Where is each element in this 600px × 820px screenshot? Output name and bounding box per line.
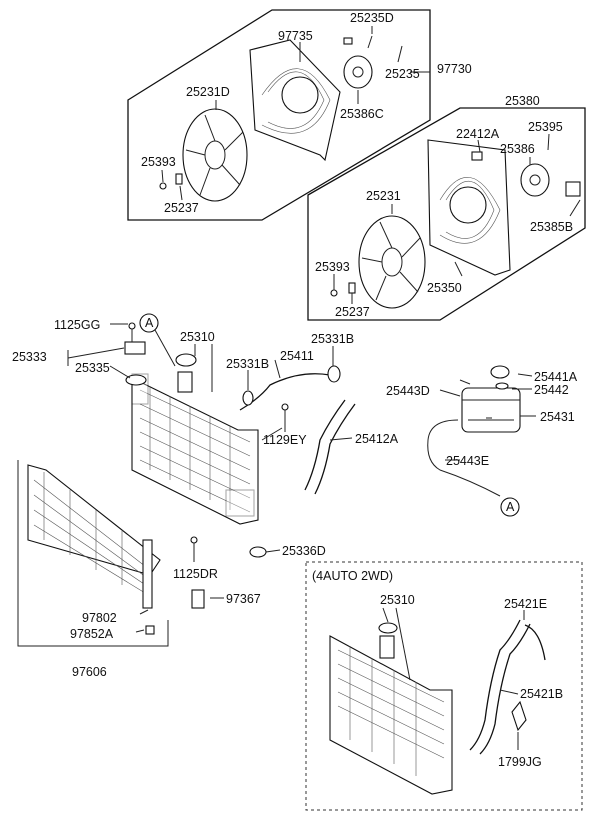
cap-97852A [145,625,155,635]
label-25331B-right: 25331B [311,332,354,346]
radiator-cap-alt-25310 [378,622,398,634]
label-25235: 25235 [385,67,420,81]
label-25443D: 25443D [386,384,430,398]
connector-25235D [343,37,353,45]
label-25386C: 25386C [340,107,384,121]
label-25231D: 25231D [186,85,230,99]
label-25395: 25395 [528,120,563,134]
bracket-25333 [124,341,146,355]
radiator-alt-core [329,635,453,795]
part-labels: 97735 25235D 25235 97730 25231D 25386C 2… [12,11,578,769]
label-25393-lower: 25393 [315,260,350,274]
drain-plug-25336D [249,546,267,558]
label-25385B: 25385B [530,220,573,234]
label-25442: 25442 [534,383,569,397]
group-bracket-97606 [17,460,169,647]
fan-motor-25386C [343,55,373,89]
ref-a-1-letter: A [145,316,154,330]
hose-25412A [304,399,346,491]
seal-97367 [191,589,205,609]
reservoir-tank-25431 [461,387,521,433]
hose-25421B [469,619,521,751]
label-25443E: 25443E [446,454,489,468]
radiator-cap-25310 [175,353,197,367]
filler-neck [177,371,193,393]
label-25386: 25386 [500,142,535,156]
option-box-4auto-2wd [305,561,583,811]
label-25411: 25411 [280,349,314,363]
fan-assembly-upper [127,9,431,221]
label-25331B-left: 25331B [226,357,269,371]
label-25350: 25350 [427,281,462,295]
label-25393-upper: 25393 [141,155,176,169]
label-1125GG: 1125GG [54,318,100,332]
group-box-lower [307,107,586,321]
overflow-hose-25443E [427,419,501,497]
label-97852A: 97852A [70,627,114,641]
hose-25421E [524,624,546,661]
reservoir-cap-25441A [490,365,510,379]
fan-motor-25386 [520,163,550,197]
radiator-core [131,377,259,525]
label-25231: 25231 [366,189,401,203]
receiver-drier-97802 [142,539,153,609]
label-22412A: 22412A [456,127,500,141]
label-97735: 97735 [278,29,313,43]
condenser-core [27,464,161,576]
label-25333: 25333 [12,350,47,364]
label-25421E: 25421E [504,597,547,611]
label-25310-alt: 25310 [380,593,415,607]
option-box-title: (4AUTO 2WD) [312,569,393,583]
label-25412A: 25412A [355,432,399,446]
label-25421B: 25421B [520,687,563,701]
radiator-main [67,322,356,558]
label-1125DR: 1125DR [173,567,218,581]
label-1129EY: 1129EY [263,433,307,447]
fan-blade-25231D [182,108,248,202]
ref-a-2-letter: A [506,500,515,514]
label-25237-lower: 25237 [335,305,370,319]
label-97802: 97802 [82,611,117,625]
group-box-upper [127,9,431,221]
seal-25442 [495,382,509,390]
bolt-1125GG [128,322,136,330]
condenser [17,460,224,647]
resistor-25385B [565,181,581,197]
reference-marker-a-1 [139,313,176,367]
label-25310: 25310 [180,330,215,344]
clamp-1799JG [511,700,527,732]
label-1799JG: 1799JG [498,755,542,769]
label-97730: 97730 [437,62,472,76]
fan-assembly-lower [307,107,586,321]
label-25441A: 25441A [534,370,578,384]
mount-25335 [125,374,147,386]
label-97367: 97367 [226,592,261,606]
fan-blade-25231 [358,215,426,309]
label-97606: 97606 [72,665,107,679]
reference-marker-a-2 [500,497,520,517]
reservoir [427,365,536,497]
label-25431: 25431 [540,410,575,424]
label-25336D: 25336D [282,544,326,558]
label-25335: 25335 [75,361,110,375]
label-25235D: 25235D [350,11,394,25]
motor-mount [281,76,319,114]
label-25237-upper: 25237 [164,201,199,215]
label-25380: 25380 [505,94,540,108]
option-box-frame [305,561,583,811]
